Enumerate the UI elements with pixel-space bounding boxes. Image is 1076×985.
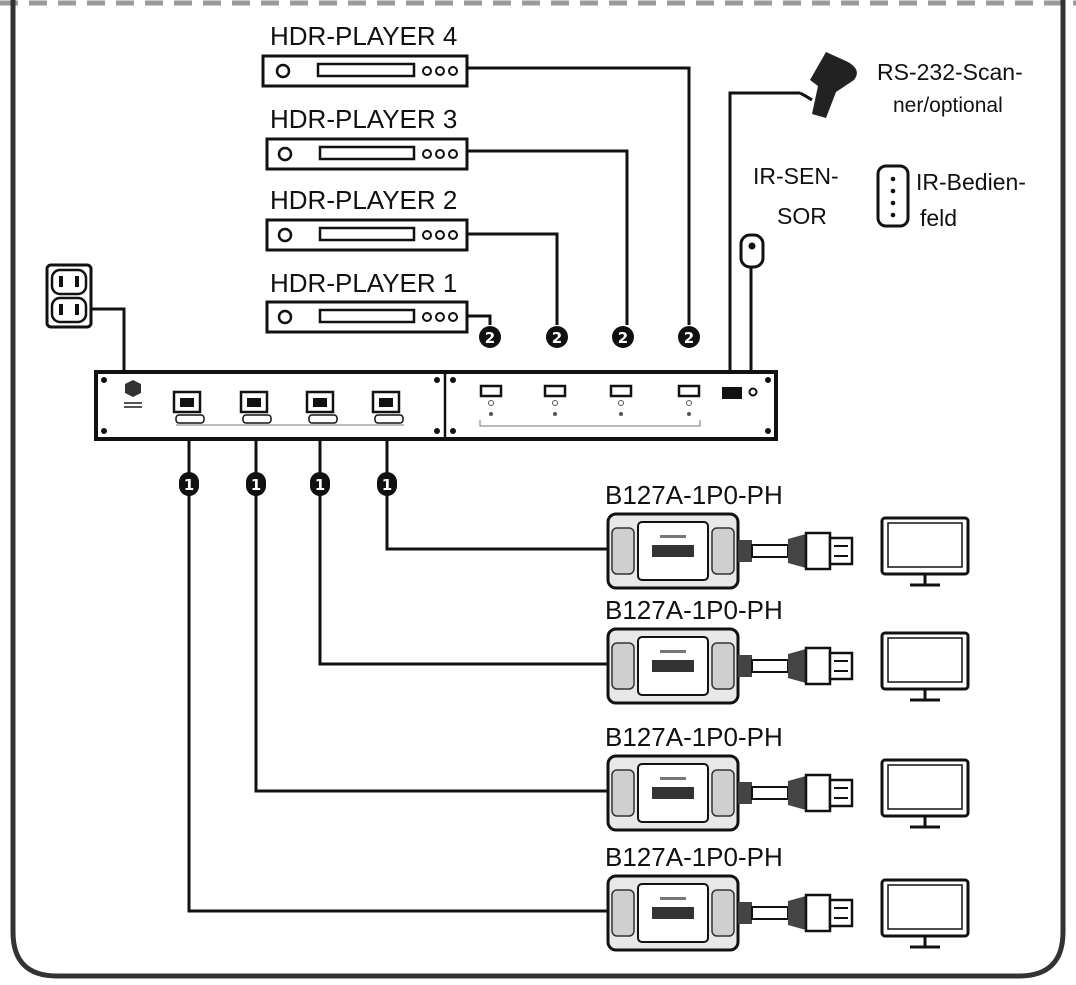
receiver-row-4: B127A-1P0-PH <box>605 842 970 952</box>
power-button-icon <box>277 227 293 243</box>
power-button-icon <box>277 309 293 325</box>
badge-input-4: 2 <box>678 326 700 348</box>
badge-input-1: 2 <box>479 326 501 348</box>
displayport-cable-icon <box>738 531 854 571</box>
output-badges: 1 1 1 1 <box>179 472 397 496</box>
player-label: HDR-PLAYER 2 <box>270 185 457 215</box>
barcode-scanner-icon <box>799 52 857 118</box>
power-button-icon <box>277 146 293 162</box>
hdr-player-3: HDR-PLAYER 3 <box>265 104 469 171</box>
player-label: HDR-PLAYER 4 <box>270 21 457 51</box>
outer-frame <box>10 0 1066 979</box>
disc-tray <box>318 308 416 324</box>
displayport-cable-icon <box>738 773 854 813</box>
receiver-row-1: B127A-1P0-PH <box>605 480 970 590</box>
cable-power <box>92 307 126 372</box>
player-body <box>261 54 469 88</box>
cable-player3 <box>467 149 629 325</box>
player-body <box>265 218 469 252</box>
svg-text:1: 1 <box>184 476 194 494</box>
cable-player1 <box>467 314 492 325</box>
svg-text:2: 2 <box>618 329 628 347</box>
svg-text:1: 1 <box>382 476 392 494</box>
receiver-label: B127A-1P0-PH <box>605 595 783 625</box>
cables <box>92 66 800 913</box>
output-port-2 <box>239 390 272 424</box>
receiver-row-2: B127A-1P0-PH <box>605 595 970 705</box>
disc-tray <box>318 226 416 242</box>
player-body <box>265 300 469 334</box>
ir-remote-icon <box>876 164 910 228</box>
input-port-1 <box>479 384 503 416</box>
cable-out-2 <box>318 439 608 666</box>
displayport-cable-icon <box>738 893 854 933</box>
receiver-device <box>606 627 740 705</box>
displayport-cable-icon <box>738 646 854 686</box>
badge-input-2: 2 <box>546 326 568 348</box>
cable-out-1 <box>385 439 608 551</box>
receiver-label: B127A-1P0-PH <box>605 842 783 872</box>
disc-tray <box>318 145 416 161</box>
input-port-3 <box>609 384 633 416</box>
cable-out-3 <box>254 439 608 793</box>
cable-out-4 <box>187 439 608 913</box>
power-button-icon <box>275 63 291 79</box>
monitor-icon <box>880 516 970 587</box>
ir-port <box>748 387 758 397</box>
ir-panel-label-line2: feld <box>920 205 957 231</box>
output-port-3 <box>305 390 338 424</box>
receiver-device <box>606 874 740 952</box>
svg-text:2: 2 <box>552 329 562 347</box>
monitor-icon <box>880 758 970 829</box>
scanner-label-line1: RS-232-Scan- <box>877 59 1023 85</box>
badge-output-4: 1 <box>377 472 397 496</box>
brand-logo-icon <box>124 380 142 408</box>
hdr-player-4: HDR-PLAYER 4 <box>261 21 469 88</box>
badge-output-1: 1 <box>179 472 199 496</box>
output-port-4 <box>371 390 404 424</box>
output-port-1 <box>172 390 205 424</box>
player-label: HDR-PLAYER 3 <box>270 104 457 134</box>
ir-sensor-icon <box>739 233 765 269</box>
switch-unit <box>94 370 778 441</box>
svg-text:2: 2 <box>684 329 694 347</box>
hdr-player-2: HDR-PLAYER 2 <box>265 185 469 252</box>
switch-body <box>94 370 778 441</box>
input-port-2 <box>543 384 567 416</box>
badge-input-3: 2 <box>612 326 634 348</box>
ir-sensor-label-line1: IR-SEN- <box>753 163 839 189</box>
receiver-label: B127A-1P0-PH <box>605 722 783 752</box>
power-outlet-icon <box>45 263 93 329</box>
input-badges: 2 2 2 2 <box>479 326 700 348</box>
ir-sensor-label-line2: SOR <box>777 203 827 229</box>
disc-tray <box>316 62 416 78</box>
badge-output-2: 1 <box>246 472 266 496</box>
svg-text:1: 1 <box>315 476 325 494</box>
svg-text:2: 2 <box>485 329 495 347</box>
receiver-device <box>606 754 740 832</box>
input-port-4 <box>677 384 701 416</box>
rs232-port <box>722 387 742 399</box>
cable-player4 <box>467 66 691 325</box>
hdr-player-1: HDR-PLAYER 1 <box>265 268 469 334</box>
monitor-icon <box>880 878 970 949</box>
receiver-label: B127A-1P0-PH <box>605 480 783 510</box>
monitor-icon <box>880 631 970 702</box>
player-label: HDR-PLAYER 1 <box>270 268 457 298</box>
cable-scanner <box>728 91 800 373</box>
receiver-row-3: B127A-1P0-PH <box>605 722 970 832</box>
cable-player2 <box>467 232 559 325</box>
scanner-label-line2: ner/optional <box>893 94 1003 117</box>
svg-text:1: 1 <box>251 476 261 494</box>
receiver-device <box>606 512 740 590</box>
badge-output-3: 1 <box>310 472 330 496</box>
ir-panel-label-line1: IR-Bedien- <box>916 169 1026 195</box>
player-body <box>265 137 469 171</box>
